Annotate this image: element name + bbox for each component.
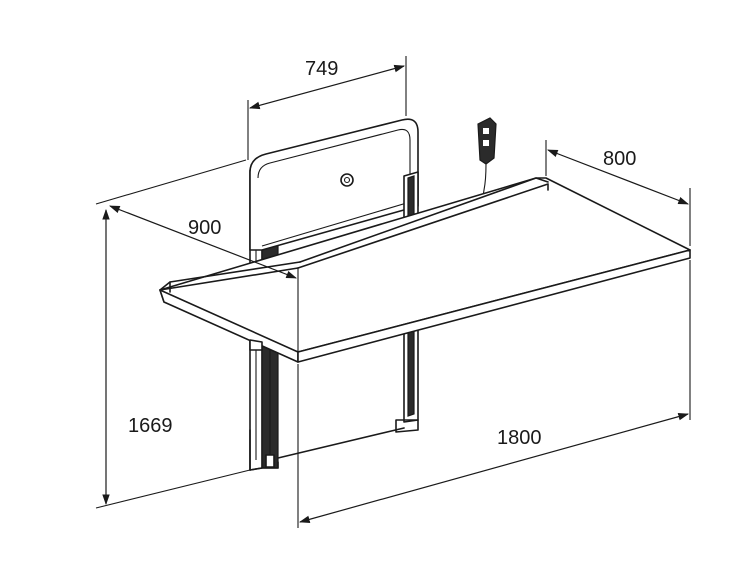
logo-icon: [340, 173, 354, 187]
dimension-label-800: 800: [603, 148, 636, 170]
dimension-1800: 1800: [297, 260, 691, 528]
dimension-label-749: 749: [305, 58, 338, 80]
dimension-800: 800: [545, 140, 691, 246]
dimension-label-1800: 1800: [497, 427, 542, 449]
dimension-749: 749: [247, 56, 407, 160]
table-top: [159, 177, 691, 363]
dimension-900: 900: [95, 159, 298, 279]
table-support: [249, 339, 263, 351]
dimension-label-1669: 1669: [128, 415, 173, 437]
dimension-1669: 1669: [95, 208, 251, 509]
dimension-label-900: 900: [188, 217, 221, 239]
